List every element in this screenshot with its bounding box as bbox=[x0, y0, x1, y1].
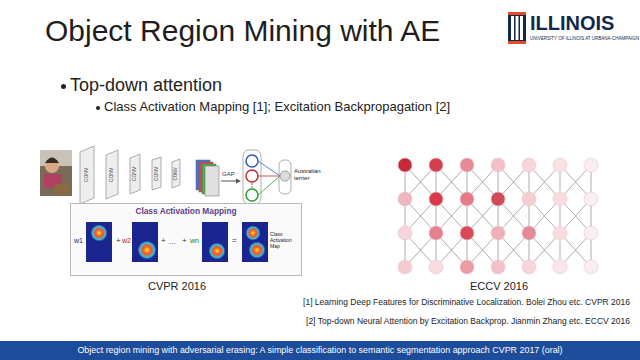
slide-title: Object Region Mining with AE bbox=[45, 14, 440, 49]
logo-icon bbox=[508, 12, 526, 44]
network-neuron bbox=[491, 192, 505, 206]
layer-name: CONV bbox=[84, 168, 90, 182]
weight-name: w1 bbox=[74, 237, 83, 245]
network-neuron bbox=[553, 260, 567, 274]
network-neuron bbox=[553, 158, 567, 172]
bullet-text: Top-down attention bbox=[70, 75, 222, 96]
layer-name: CONV bbox=[109, 168, 115, 182]
network-neuron bbox=[491, 158, 505, 172]
node-heading: Object region mining with adversarial er… bbox=[0, 341, 640, 360]
panel-ground bbox=[70, 203, 302, 276]
network-neuron bbox=[429, 158, 443, 172]
mapping-panel: Class Activation Mapping bbox=[70, 203, 302, 276]
network-neuron bbox=[553, 226, 567, 240]
venue-caption: ECCV 2016 bbox=[470, 280, 528, 293]
network-neuron bbox=[522, 260, 536, 274]
network-neuron bbox=[398, 192, 412, 206]
network-neuron bbox=[460, 158, 474, 172]
network-neuron bbox=[522, 158, 536, 172]
network-neuron bbox=[584, 192, 598, 206]
network-neuron bbox=[522, 226, 536, 240]
layer-name: CONV bbox=[132, 167, 138, 181]
network-neuron bbox=[491, 260, 505, 274]
network-neuron bbox=[398, 158, 412, 172]
layer-name: GAP bbox=[222, 171, 235, 178]
network-neuron bbox=[584, 260, 598, 274]
logo-subtitle: UNIVERSITY OF ILLINOIS AT URBANA-CHAMPAI… bbox=[530, 36, 639, 41]
activation-maps bbox=[86, 222, 268, 262]
sub-bullet-text: Class Activation Mapping [1]; Excitation… bbox=[104, 100, 450, 115]
network-neuron bbox=[584, 226, 598, 240]
class-name: Australian terrier bbox=[294, 168, 328, 182]
fc-layer bbox=[243, 150, 291, 204]
network-neuron bbox=[429, 192, 443, 206]
layer-name: CONV bbox=[154, 167, 160, 181]
operator: ... bbox=[169, 237, 176, 246]
network-neuron bbox=[398, 260, 412, 274]
logo-wordmark: ILLINOIS bbox=[530, 12, 614, 35]
operator: + bbox=[116, 236, 121, 245]
map-caption: Class Activation Map bbox=[270, 232, 300, 249]
network-neuron bbox=[429, 226, 443, 240]
conv-layers bbox=[80, 146, 180, 204]
excitation-network bbox=[398, 158, 598, 274]
network-neuron bbox=[584, 158, 598, 172]
network-neuron bbox=[398, 226, 412, 240]
input-photo bbox=[40, 150, 72, 196]
bullet bbox=[61, 84, 66, 89]
feature-maps bbox=[196, 160, 219, 196]
layer-name: CONV bbox=[173, 167, 178, 180]
footer-band: Object region mining with adversarial er… bbox=[0, 341, 640, 360]
reference: [2] Top-down Neural Attention by Excitat… bbox=[306, 317, 630, 327]
reference: [1] Learning Deep Features for Discrimin… bbox=[303, 298, 630, 308]
operator: + bbox=[161, 236, 166, 245]
network-neuron bbox=[553, 192, 567, 206]
network-neuron bbox=[491, 226, 505, 240]
network-neuron bbox=[460, 226, 474, 240]
weight-name: wn bbox=[190, 237, 199, 245]
bullet bbox=[96, 106, 100, 110]
network-neuron bbox=[522, 192, 536, 206]
operator: = bbox=[232, 236, 237, 245]
operator: + bbox=[182, 236, 187, 245]
network-neuron bbox=[460, 260, 474, 274]
weight-name: w2 bbox=[122, 237, 131, 245]
node-heading: Class Activation Mapping bbox=[71, 204, 301, 217]
network-neuron bbox=[429, 260, 443, 274]
gap-arrow bbox=[221, 179, 241, 184]
network-neuron bbox=[460, 192, 474, 206]
venue-caption: CVPR 2016 bbox=[148, 280, 206, 293]
